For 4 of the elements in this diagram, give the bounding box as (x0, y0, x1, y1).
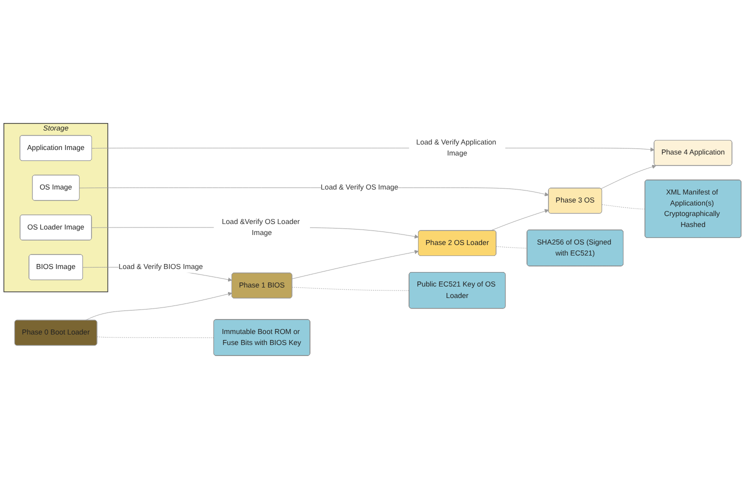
connector (292, 287, 410, 291)
connector (96, 336, 214, 338)
connector (496, 246, 528, 248)
connector (602, 204, 646, 210)
